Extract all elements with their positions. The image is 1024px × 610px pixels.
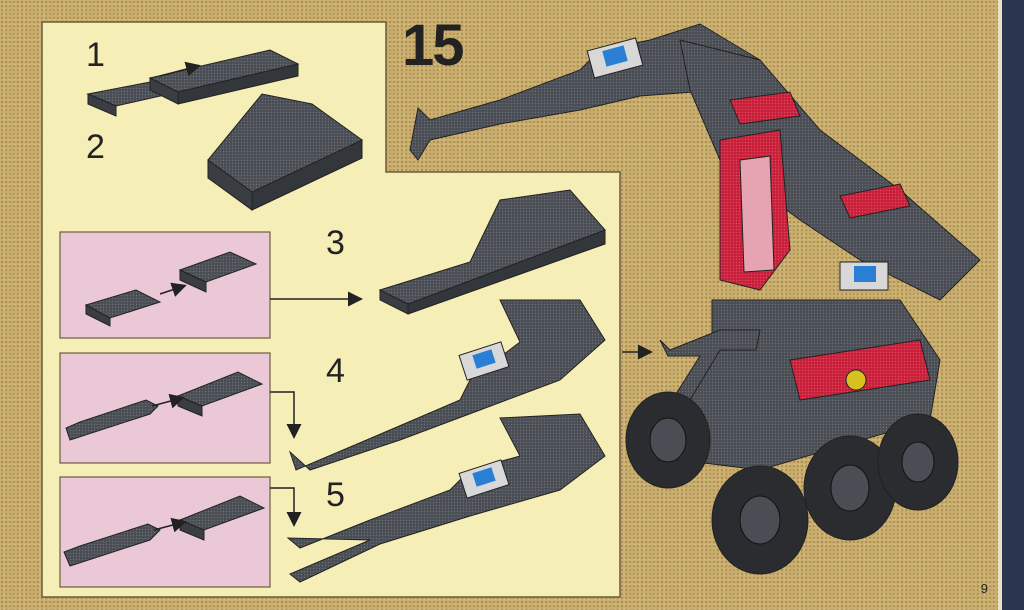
sub-step-number: 2 <box>86 128 105 167</box>
callout-box-5 <box>60 477 270 587</box>
sub-step-number: 3 <box>326 224 345 263</box>
wheel-icon <box>626 392 710 488</box>
main-step-number: 15 <box>402 12 463 79</box>
callout-box-3 <box>60 232 270 338</box>
wheel-icon <box>712 466 808 574</box>
sub-step-number: 5 <box>326 476 345 515</box>
wheel-icon <box>878 414 958 510</box>
callout-box-4 <box>60 353 270 463</box>
page-number: 9 <box>981 581 988 596</box>
sub-step-number: 4 <box>326 352 345 391</box>
sub-step-number: 1 <box>86 36 105 75</box>
